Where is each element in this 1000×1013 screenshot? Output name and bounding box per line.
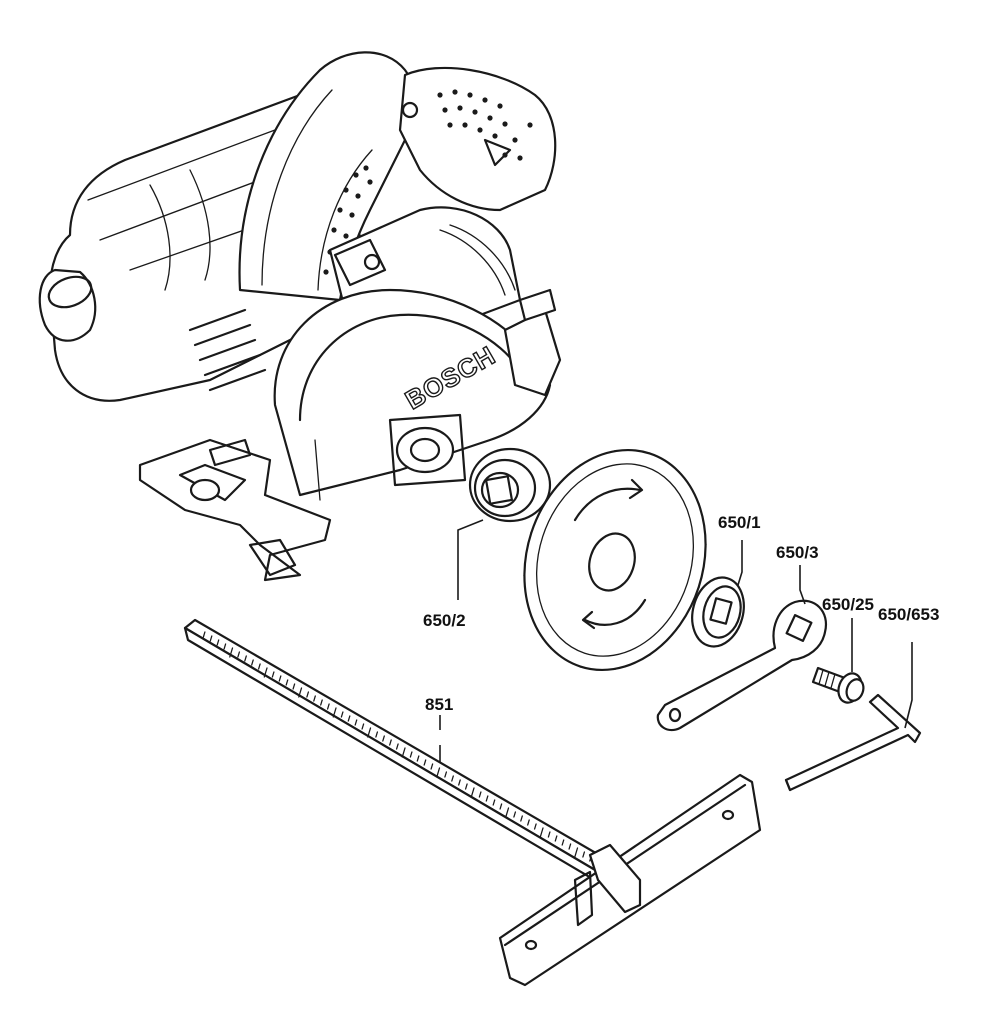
ruler-tick [533,823,537,830]
ruler-tick [263,667,268,678]
ruler-tick [202,631,206,638]
ruler-tick [485,795,489,802]
ruler-tick [499,803,503,810]
callout-650-653: 650/653 [878,605,939,624]
ruler-tick [229,647,234,658]
ruler-tick [513,811,517,818]
ruler-tick [313,695,316,702]
ruler-tick [436,767,441,778]
ruler-tick [458,779,461,786]
ruler-tick [423,759,427,766]
ruler-tick [306,691,310,698]
ruler-tick [375,731,379,738]
ruler-tick [505,807,510,818]
inner-flange-part [457,447,552,600]
ruler-tick [561,839,565,846]
callout-650-2: 650/2 [423,611,466,630]
ruler-tick [251,659,254,666]
hex-key-part [784,642,922,792]
ruler-tick [320,699,323,706]
ruler-tick [520,815,523,822]
circular-saw-body: BOSCH [38,51,562,582]
clamping-screw-part [811,618,865,704]
ruler-tick [547,831,551,838]
outer-flange-part [691,540,745,648]
ruler-tick [444,771,448,778]
ruler-tick [237,651,241,658]
ruler-tick [244,655,247,662]
ruler-tick [464,783,468,790]
ruler-tick [389,739,392,746]
ruler-tick [582,851,586,858]
ruler-scale [202,631,606,870]
parallel-guide-part [183,618,762,987]
ruler-tick [574,847,579,858]
ruler-tick [409,751,413,758]
ruler-tick [278,675,282,682]
ruler-tick [451,775,454,782]
ruler-tick [209,635,213,642]
callout-650-25: 650/25 [822,595,874,614]
ruler-tick [539,827,544,838]
ruler-tick [354,719,358,726]
ruler-tick [361,723,365,730]
ruler-tick [271,671,275,678]
callout-650-3: 650/3 [776,543,819,562]
ruler-tick [257,663,261,670]
ruler-tick [554,835,558,842]
ruler-tick [326,703,330,710]
callout-650-1: 650/1 [718,513,761,532]
ruler-tick [292,683,296,690]
ruler-tick [416,755,420,762]
ruler-tick [332,707,337,718]
diamond-blade [523,448,707,672]
ruler-tick [340,711,344,718]
ruler-tick [347,715,351,722]
ruler-tick [527,819,530,826]
ruler-tick [382,735,385,742]
ruler-tick [216,639,220,646]
ruler-tick [367,727,372,738]
ruler-tick [285,679,289,686]
ruler-tick [492,799,496,806]
ruler-tick [470,787,475,798]
ruler-tick [401,747,406,758]
ruler-tick [298,687,303,698]
ruler-tick [568,843,572,850]
spanner-part [656,565,828,732]
callout-851: 851 [425,695,453,714]
ruler-tick [395,743,399,750]
ruler-tick [223,643,227,650]
ruler-tick [430,763,434,770]
ruler-tick [478,791,482,798]
